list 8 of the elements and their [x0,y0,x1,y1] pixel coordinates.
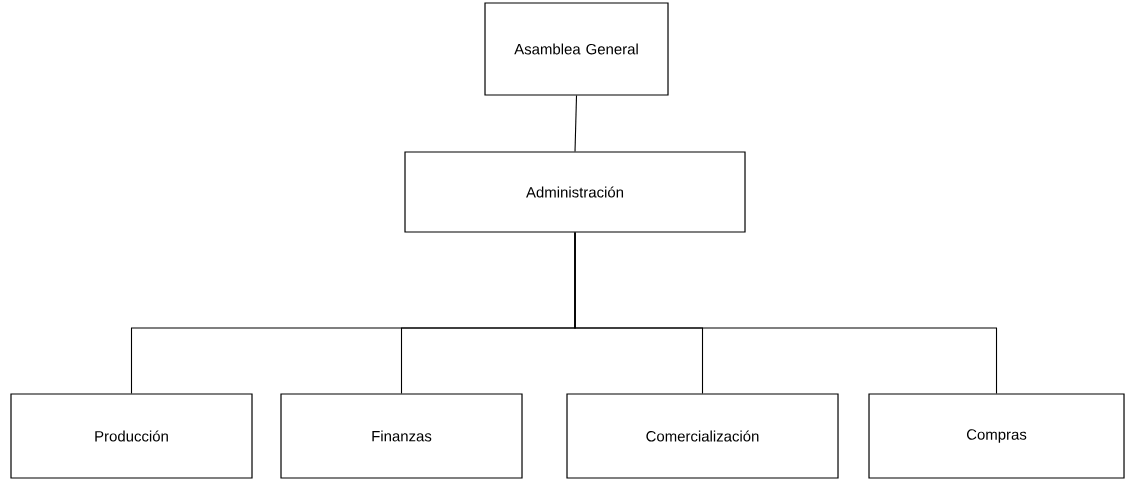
org-box: Asamblea General [484,2,669,96]
connector-line [574,232,998,394]
org-box: Finanzas [280,393,523,479]
org-box: Administración [404,151,746,233]
connector-line [574,95,578,152]
org-box: Compras [868,393,1125,479]
org-box: Comercialización [566,393,839,479]
org-box: Producción [10,393,253,479]
